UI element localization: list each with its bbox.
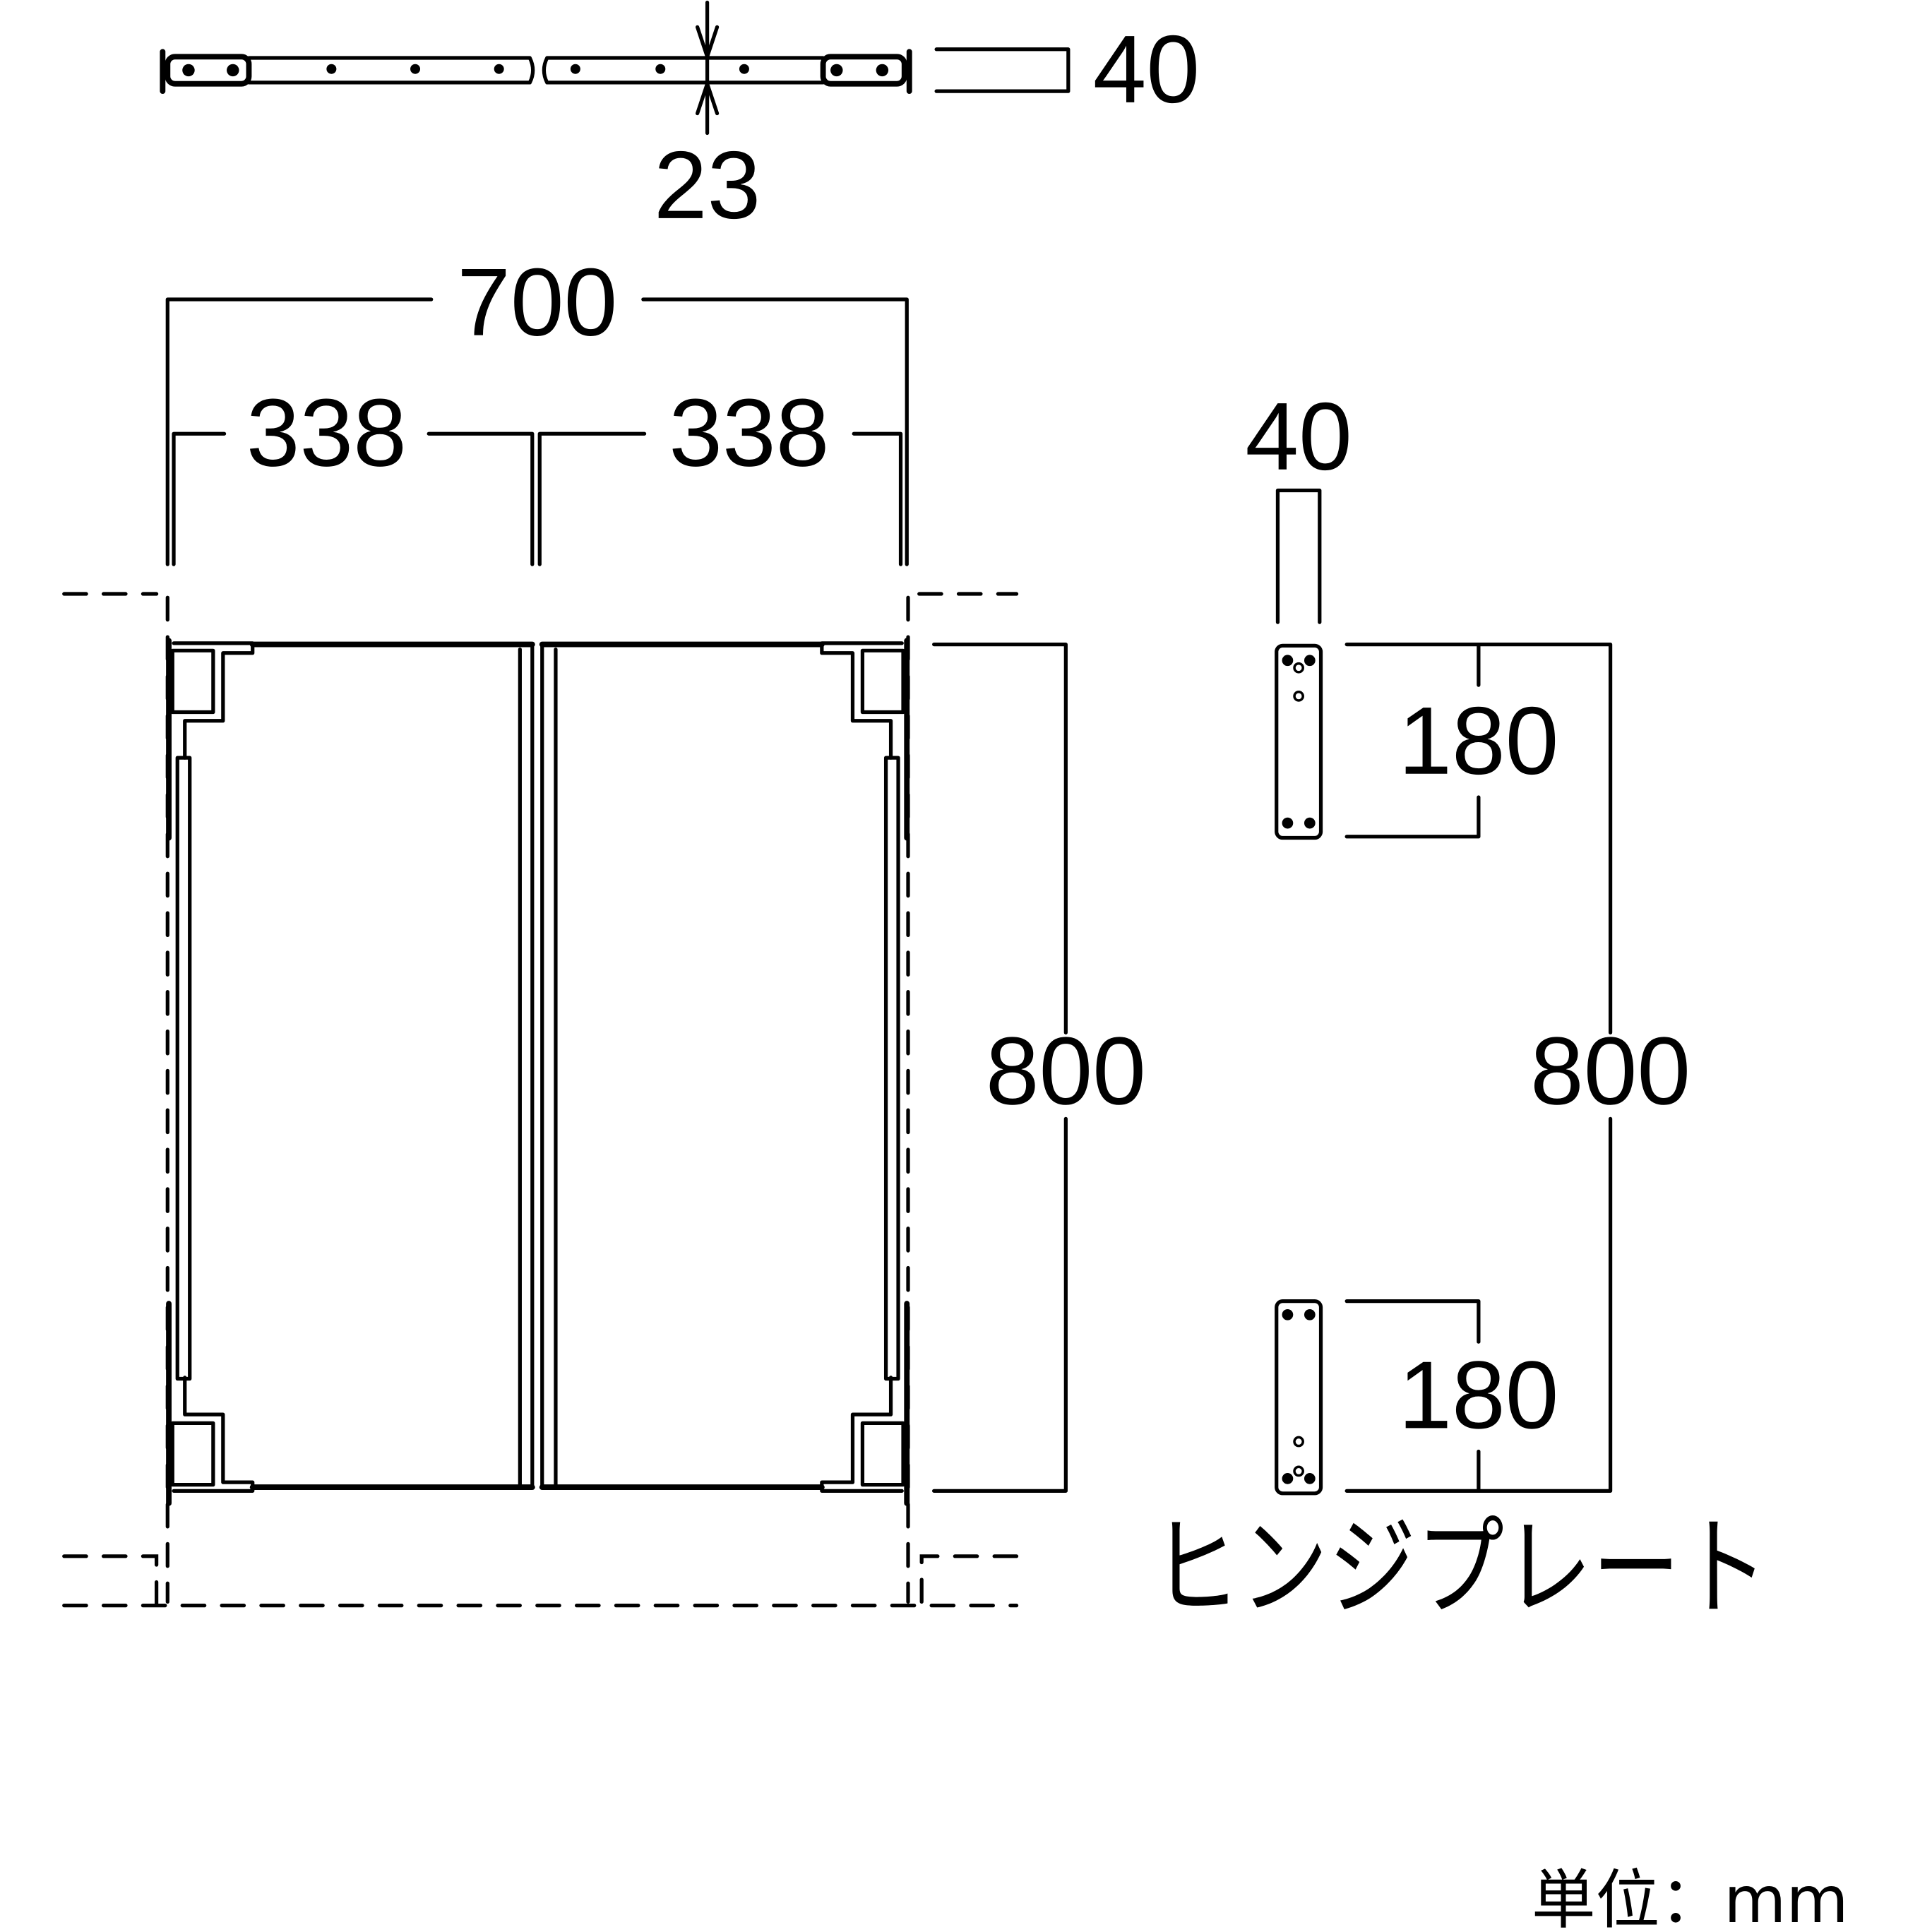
height-line-bottom xyxy=(932,1116,1068,1493)
hinge-plate-width-label: 40 xyxy=(1245,383,1352,490)
rail-screw-icon xyxy=(182,64,195,77)
right-hinge-rail xyxy=(883,756,900,1381)
right-panel-width-label: 338 xyxy=(669,379,829,487)
rail-hole-icon xyxy=(410,64,421,74)
height-line-top xyxy=(932,642,1068,1034)
front-view-panels xyxy=(62,592,1019,1608)
arrow-down-icon xyxy=(695,25,720,59)
hinge-overall-height-line-top xyxy=(1477,642,1613,1034)
left-door-panel xyxy=(166,638,535,1506)
rail-hole-icon xyxy=(570,64,580,74)
rail-hole-icon xyxy=(326,64,337,74)
hinge-overall-height-line-bottom xyxy=(1477,1116,1613,1493)
right-bottom-hinge-bracket xyxy=(820,1376,904,1493)
right-panel-width-line-b xyxy=(852,431,903,566)
plate-hole-icon xyxy=(1293,1436,1304,1448)
top-plate-length-line-b xyxy=(1344,795,1481,839)
left-panel-width-line-b xyxy=(427,431,535,566)
bottom-plate-length-line-b xyxy=(1344,1449,1481,1493)
plate-hole-icon xyxy=(1293,662,1304,674)
right-top-hinge-bracket xyxy=(820,641,904,760)
overall-width-label: 700 xyxy=(457,249,617,356)
hinge-plate-top xyxy=(1275,643,1323,840)
plate-screw-icon xyxy=(1304,655,1316,667)
rail-hole-icon xyxy=(494,64,504,74)
hinge-overall-height-label: 800 xyxy=(1530,1017,1690,1124)
bottom-plate-length-line-a xyxy=(1344,1299,1481,1344)
rail-screw-icon xyxy=(876,64,889,77)
right-top-hinge-block xyxy=(860,648,905,715)
rail-left-segment xyxy=(246,56,535,85)
hinge-plate-bottom xyxy=(1275,1299,1323,1496)
opening-dashed-bottom-right xyxy=(919,1554,1019,1608)
left-panel-width-label: 338 xyxy=(246,379,407,487)
left-bottom-hinge-bracket xyxy=(172,1376,255,1493)
left-top-hinge-block xyxy=(170,648,215,715)
thickness-label: 23 xyxy=(654,131,761,239)
depth-dimension-bracket xyxy=(934,47,1071,93)
rail-left-bracket xyxy=(165,54,252,87)
right-door-panel xyxy=(539,638,910,1506)
left-hinge-rail xyxy=(175,756,192,1381)
rail-right-bracket xyxy=(820,54,907,87)
overall-width-line-left xyxy=(165,297,434,566)
opening-dashed-bottom-left xyxy=(62,1554,159,1608)
arrow-up-icon xyxy=(695,82,720,116)
front-view-dimensions: 700 338 338 800 xyxy=(165,249,1146,1493)
units-note: 単位：mm xyxy=(1532,1864,1849,1932)
left-top-hinge-bracket xyxy=(172,641,255,760)
left-bottom-hinge-block xyxy=(170,1421,215,1487)
top-view-rail: 23 40 xyxy=(160,0,1200,239)
plate-hole-icon xyxy=(1293,691,1304,702)
rail-screw-icon xyxy=(227,64,239,77)
overall-width-line-right xyxy=(641,297,909,566)
left-panel-width-line-a xyxy=(172,431,227,566)
plate-screw-icon xyxy=(1304,817,1316,829)
plate-screw-icon xyxy=(1282,655,1294,667)
rail-screw-icon xyxy=(830,64,843,77)
rail-hole-icon xyxy=(655,64,666,74)
hinge-plate-view: 40 180 180 800 ヒンジプレート xyxy=(1152,383,1767,1632)
hinge-plate-caption: ヒンジプレート xyxy=(1152,1505,1767,1632)
plate-screw-icon xyxy=(1282,1308,1294,1320)
top-plate-length-line-a xyxy=(1344,642,1481,687)
height-label: 800 xyxy=(986,1017,1146,1124)
depth-label: 40 xyxy=(1093,16,1200,123)
plate-screw-icon xyxy=(1304,1308,1316,1320)
rail-hole-icon xyxy=(739,64,749,74)
plate-screw-icon xyxy=(1282,817,1294,829)
plate-hole-icon xyxy=(1293,1465,1304,1477)
plate-screw-icon xyxy=(1304,1473,1316,1484)
hinge-plate-width-bracket xyxy=(1275,488,1322,624)
right-bottom-hinge-block xyxy=(860,1421,905,1487)
rail-right-segment xyxy=(542,56,825,85)
top-plate-length-label: 180 xyxy=(1398,687,1558,794)
right-panel-width-line-a xyxy=(537,431,647,566)
bottom-plate-length-label: 180 xyxy=(1398,1341,1558,1448)
plate-screw-icon xyxy=(1282,1473,1294,1484)
